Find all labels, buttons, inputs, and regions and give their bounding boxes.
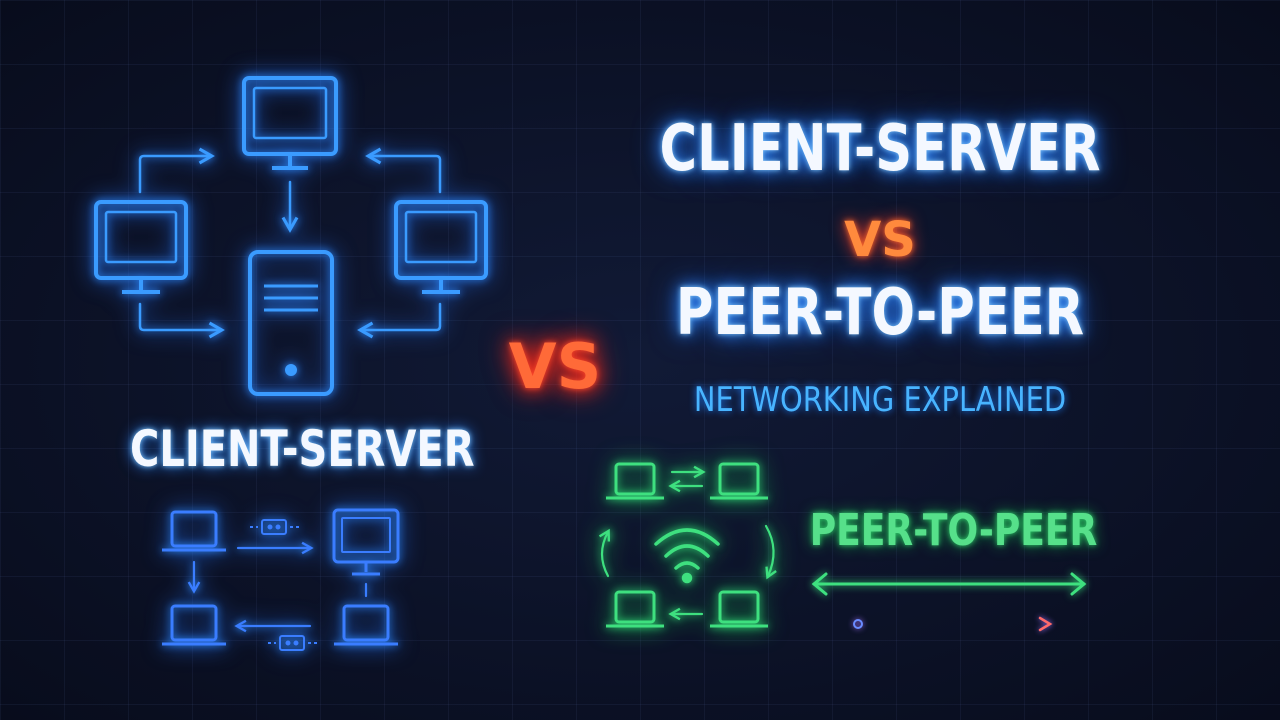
small-network-diagram bbox=[162, 508, 400, 651]
packet-icon bbox=[250, 519, 300, 535]
laptop-icon bbox=[334, 604, 398, 646]
laptop-icon bbox=[710, 462, 768, 500]
laptop-icon bbox=[606, 590, 664, 628]
server-icon bbox=[248, 250, 334, 396]
double-arrow-icon bbox=[811, 572, 1087, 596]
peer-to-peer-diagram bbox=[598, 462, 777, 628]
client-server-diagram bbox=[94, 76, 488, 396]
laptop-icon bbox=[606, 462, 664, 500]
laptop-icon bbox=[710, 590, 768, 628]
title-peer-to-peer: PEER-TO-PEER bbox=[675, 276, 1085, 350]
client-server-label: CLIENT-SERVER bbox=[130, 420, 475, 478]
arrow-icon bbox=[138, 147, 442, 339]
data-stream-arrow-icon bbox=[853, 616, 1053, 632]
monitor-icon bbox=[394, 200, 488, 294]
monitor-icon bbox=[242, 76, 338, 170]
monitor-icon bbox=[94, 200, 188, 294]
title-client-server: CLIENT-SERVER bbox=[659, 112, 1101, 186]
title-vs: VS bbox=[844, 212, 916, 268]
packet-icon bbox=[268, 635, 318, 651]
laptop-icon bbox=[162, 604, 226, 646]
laptop-icon bbox=[162, 510, 226, 552]
wifi-icon bbox=[654, 528, 720, 584]
subtitle: NETWORKING EXPLAINED bbox=[693, 380, 1067, 420]
peer-to-peer-label: PEER-TO-PEER bbox=[809, 505, 1098, 556]
vs-badge: VS bbox=[508, 330, 602, 403]
arrow-icon bbox=[187, 541, 368, 633]
monitor-icon bbox=[332, 508, 400, 576]
arrow-icon bbox=[598, 465, 777, 621]
connection-lines bbox=[811, 572, 1087, 632]
